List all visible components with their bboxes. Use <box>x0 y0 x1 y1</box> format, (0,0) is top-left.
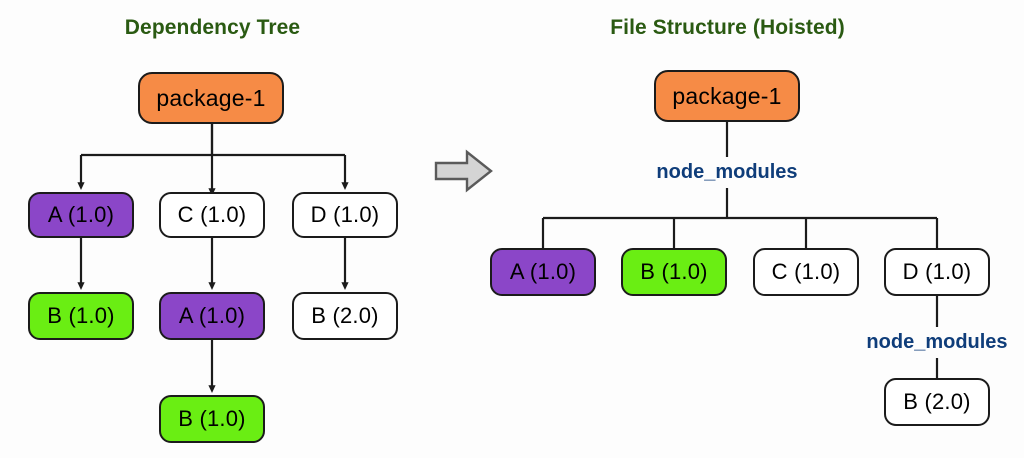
left-node-a-1-0[interactable]: A (1.0) <box>28 192 134 238</box>
left-node-b-1-0-under-a-nested[interactable]: B (1.0) <box>159 395 265 443</box>
left-node-c-1-0[interactable]: C (1.0) <box>159 192 265 238</box>
left-node-b-2-0-under-d[interactable]: B (2.0) <box>292 292 398 340</box>
right-arrow-icon <box>434 148 494 194</box>
right-node-a-1-0[interactable]: A (1.0) <box>490 248 596 296</box>
right-node-d-1-0[interactable]: D (1.0) <box>884 248 990 296</box>
right-root-node[interactable]: package-1 <box>654 70 800 122</box>
right-node-b-2-0-nested[interactable]: B (2.0) <box>884 378 990 426</box>
left-root-node[interactable]: package-1 <box>138 72 284 124</box>
node-modules-label-nested: node_modules <box>866 331 1008 353</box>
left-node-b-1-0-under-a[interactable]: B (1.0) <box>28 292 134 340</box>
right-node-c-1-0[interactable]: C (1.0) <box>753 248 859 296</box>
node-modules-label-top: node_modules <box>656 161 798 183</box>
left-node-a-1-0-under-c[interactable]: A (1.0) <box>159 292 265 340</box>
left-panel-title: Dependency Tree <box>124 16 301 39</box>
right-node-b-1-0[interactable]: B (1.0) <box>621 248 727 296</box>
left-node-d-1-0[interactable]: D (1.0) <box>292 192 398 238</box>
right-panel-title: File Structure (Hoisted) <box>610 16 845 39</box>
